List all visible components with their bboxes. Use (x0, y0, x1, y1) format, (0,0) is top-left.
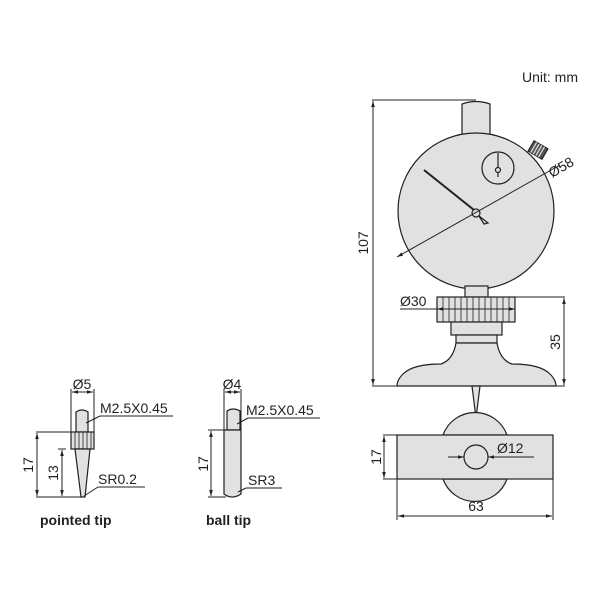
ball-tip-length-label: 17 (195, 456, 211, 472)
pointed-tip-thread-label: M2.5X0.45 (100, 400, 168, 416)
pointed-tip-drawing (70, 409, 95, 498)
unit-label: Unit: mm (522, 69, 578, 85)
ball-tip-radius-label: SR3 (248, 472, 275, 488)
base-length-label: 63 (468, 498, 484, 514)
base-bottom-view (396, 411, 554, 503)
knob-dia-label: Ø30 (400, 293, 427, 309)
base-thickness-label: 17 (368, 449, 384, 465)
pointed-tip-radius-label: SR0.2 (98, 471, 137, 487)
ball-tip-caption: ball tip (206, 512, 251, 528)
pointed-tip-length-label: 17 (20, 457, 36, 473)
ball-tip-dia-label: Ø4 (223, 376, 242, 392)
gauge-dimensions (371, 99, 566, 387)
ball-tip-drawing (223, 408, 242, 498)
gauge-base (396, 342, 557, 387)
gauge-stem (461, 100, 491, 141)
height-dim-label: 107 (355, 231, 371, 255)
dial-depth-gauge (396, 100, 557, 419)
contact-point (471, 385, 481, 419)
main-needle (423, 169, 475, 211)
pointed-tip-caption: pointed tip (40, 512, 112, 528)
ball-tip-thread-label: M2.5X0.45 (246, 402, 314, 418)
center-hole (463, 444, 489, 470)
dial-dia-label: Ø58 (546, 153, 577, 180)
sub-dial (481, 151, 515, 185)
hole-dia-label: Ø12 (497, 440, 524, 456)
bezel-knob (527, 139, 549, 161)
pointed-tip-dia-label: Ø5 (73, 376, 92, 392)
pointed-tip-taper-label: 13 (45, 465, 61, 481)
base-height-label: 35 (547, 334, 563, 350)
